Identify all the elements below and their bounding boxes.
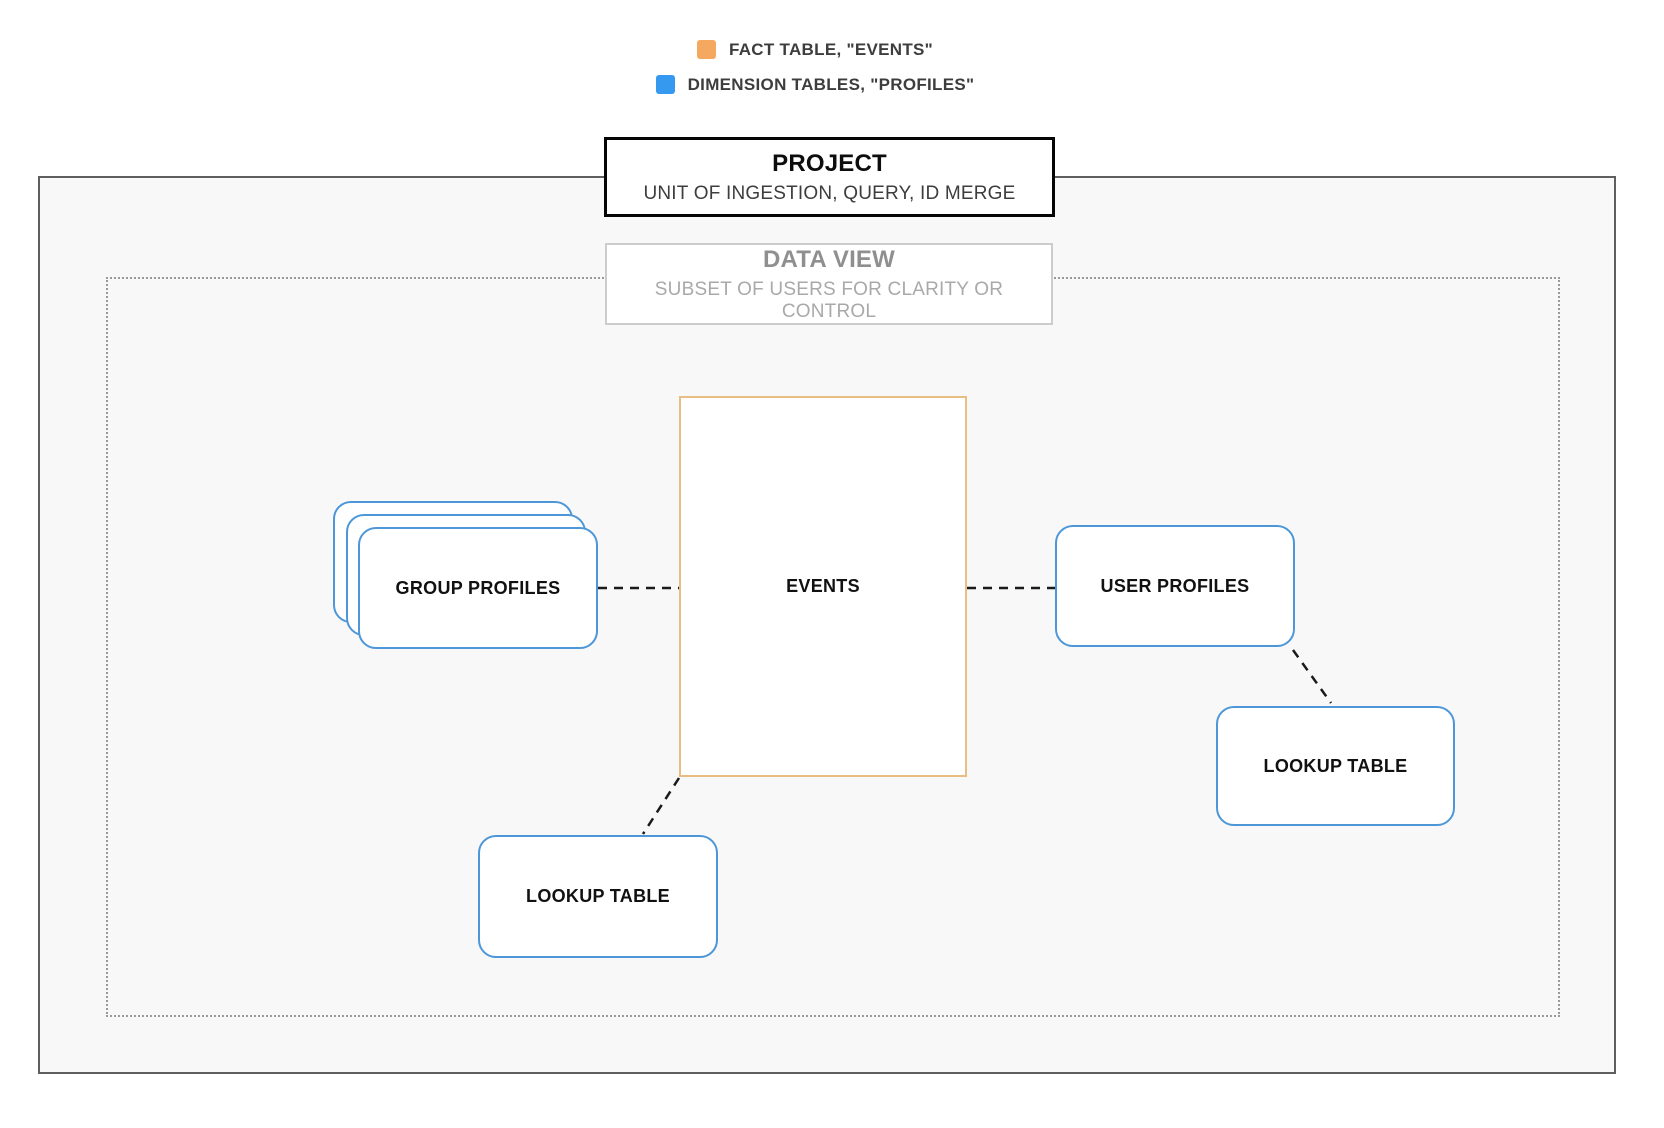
project-subtitle: UNIT OF INGESTION, QUERY, ID MERGE [643,182,1016,204]
events-node: EVENTS [679,396,967,777]
group-profiles-node-label: GROUP PROFILES [395,577,561,598]
dimension-tables-swatch-icon [655,75,675,94]
user-profiles-node-label: USER PROFILES [1100,575,1250,596]
data-view-title: DATA VIEW [762,245,895,273]
legend-item-label: DIMENSION TABLES, "PROFILES" [687,74,975,94]
data-view-subtitle: SUBSET OF USERS FOR CLARITY OR CONTROL [654,278,1004,322]
group-profiles-node: GROUP PROFILES [358,527,598,649]
project-title: PROJECT [772,149,887,177]
events-node-label: EVENTS [786,576,860,596]
lookup-table-bottom-node: LOOKUP TABLE [478,835,718,958]
legend-item-fact-table: FACT TABLE, "EVENTS" [696,39,934,59]
fact-table-swatch-icon [696,40,716,59]
legend: FACT TABLE, "EVENTS" DIMENSION TABLES, "… [0,40,1630,94]
lookup-table-right-node-label: LOOKUP TABLE [1263,755,1408,776]
lookup-table-bottom-node-label: LOOKUP TABLE [526,886,670,906]
lookup-table-right-node: LOOKUP TABLE [1216,706,1455,826]
legend-item-label: FACT TABLE, "EVENTS" [728,39,934,59]
data-view-label-box: DATA VIEW SUBSET OF USERS FOR CLARITY OR… [605,243,1053,325]
user-profiles-node: USER PROFILES [1055,525,1295,647]
legend-item-dimension-tables: DIMENSION TABLES, "PROFILES" [655,74,975,94]
project-label-box: PROJECT UNIT OF INGESTION, QUERY, ID MER… [604,137,1055,217]
